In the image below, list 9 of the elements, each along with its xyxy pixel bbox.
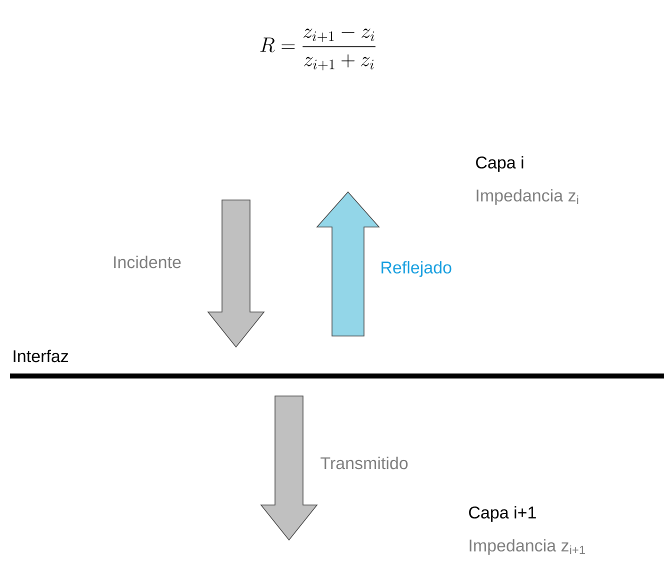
formula: $R = \frac{z_{i+1} - z_i}{z_{i+1} + z_i}$ bbox=[260, 28, 376, 70]
layer-label: Capa i bbox=[476, 156, 524, 172]
wave-label: Incidente bbox=[114, 256, 181, 268]
wave-label: Reflejado bbox=[382, 261, 452, 277]
wave-label: Transmitido bbox=[320, 456, 408, 470]
impedance-label: Impedancia z$_{i}$ bbox=[476, 189, 578, 205]
layer-label: Capa i+1 bbox=[469, 506, 536, 522]
interface-label: Interfaz bbox=[14, 350, 68, 362]
impedance-label: Impedancia z$_{i+1}$ bbox=[470, 539, 585, 555]
